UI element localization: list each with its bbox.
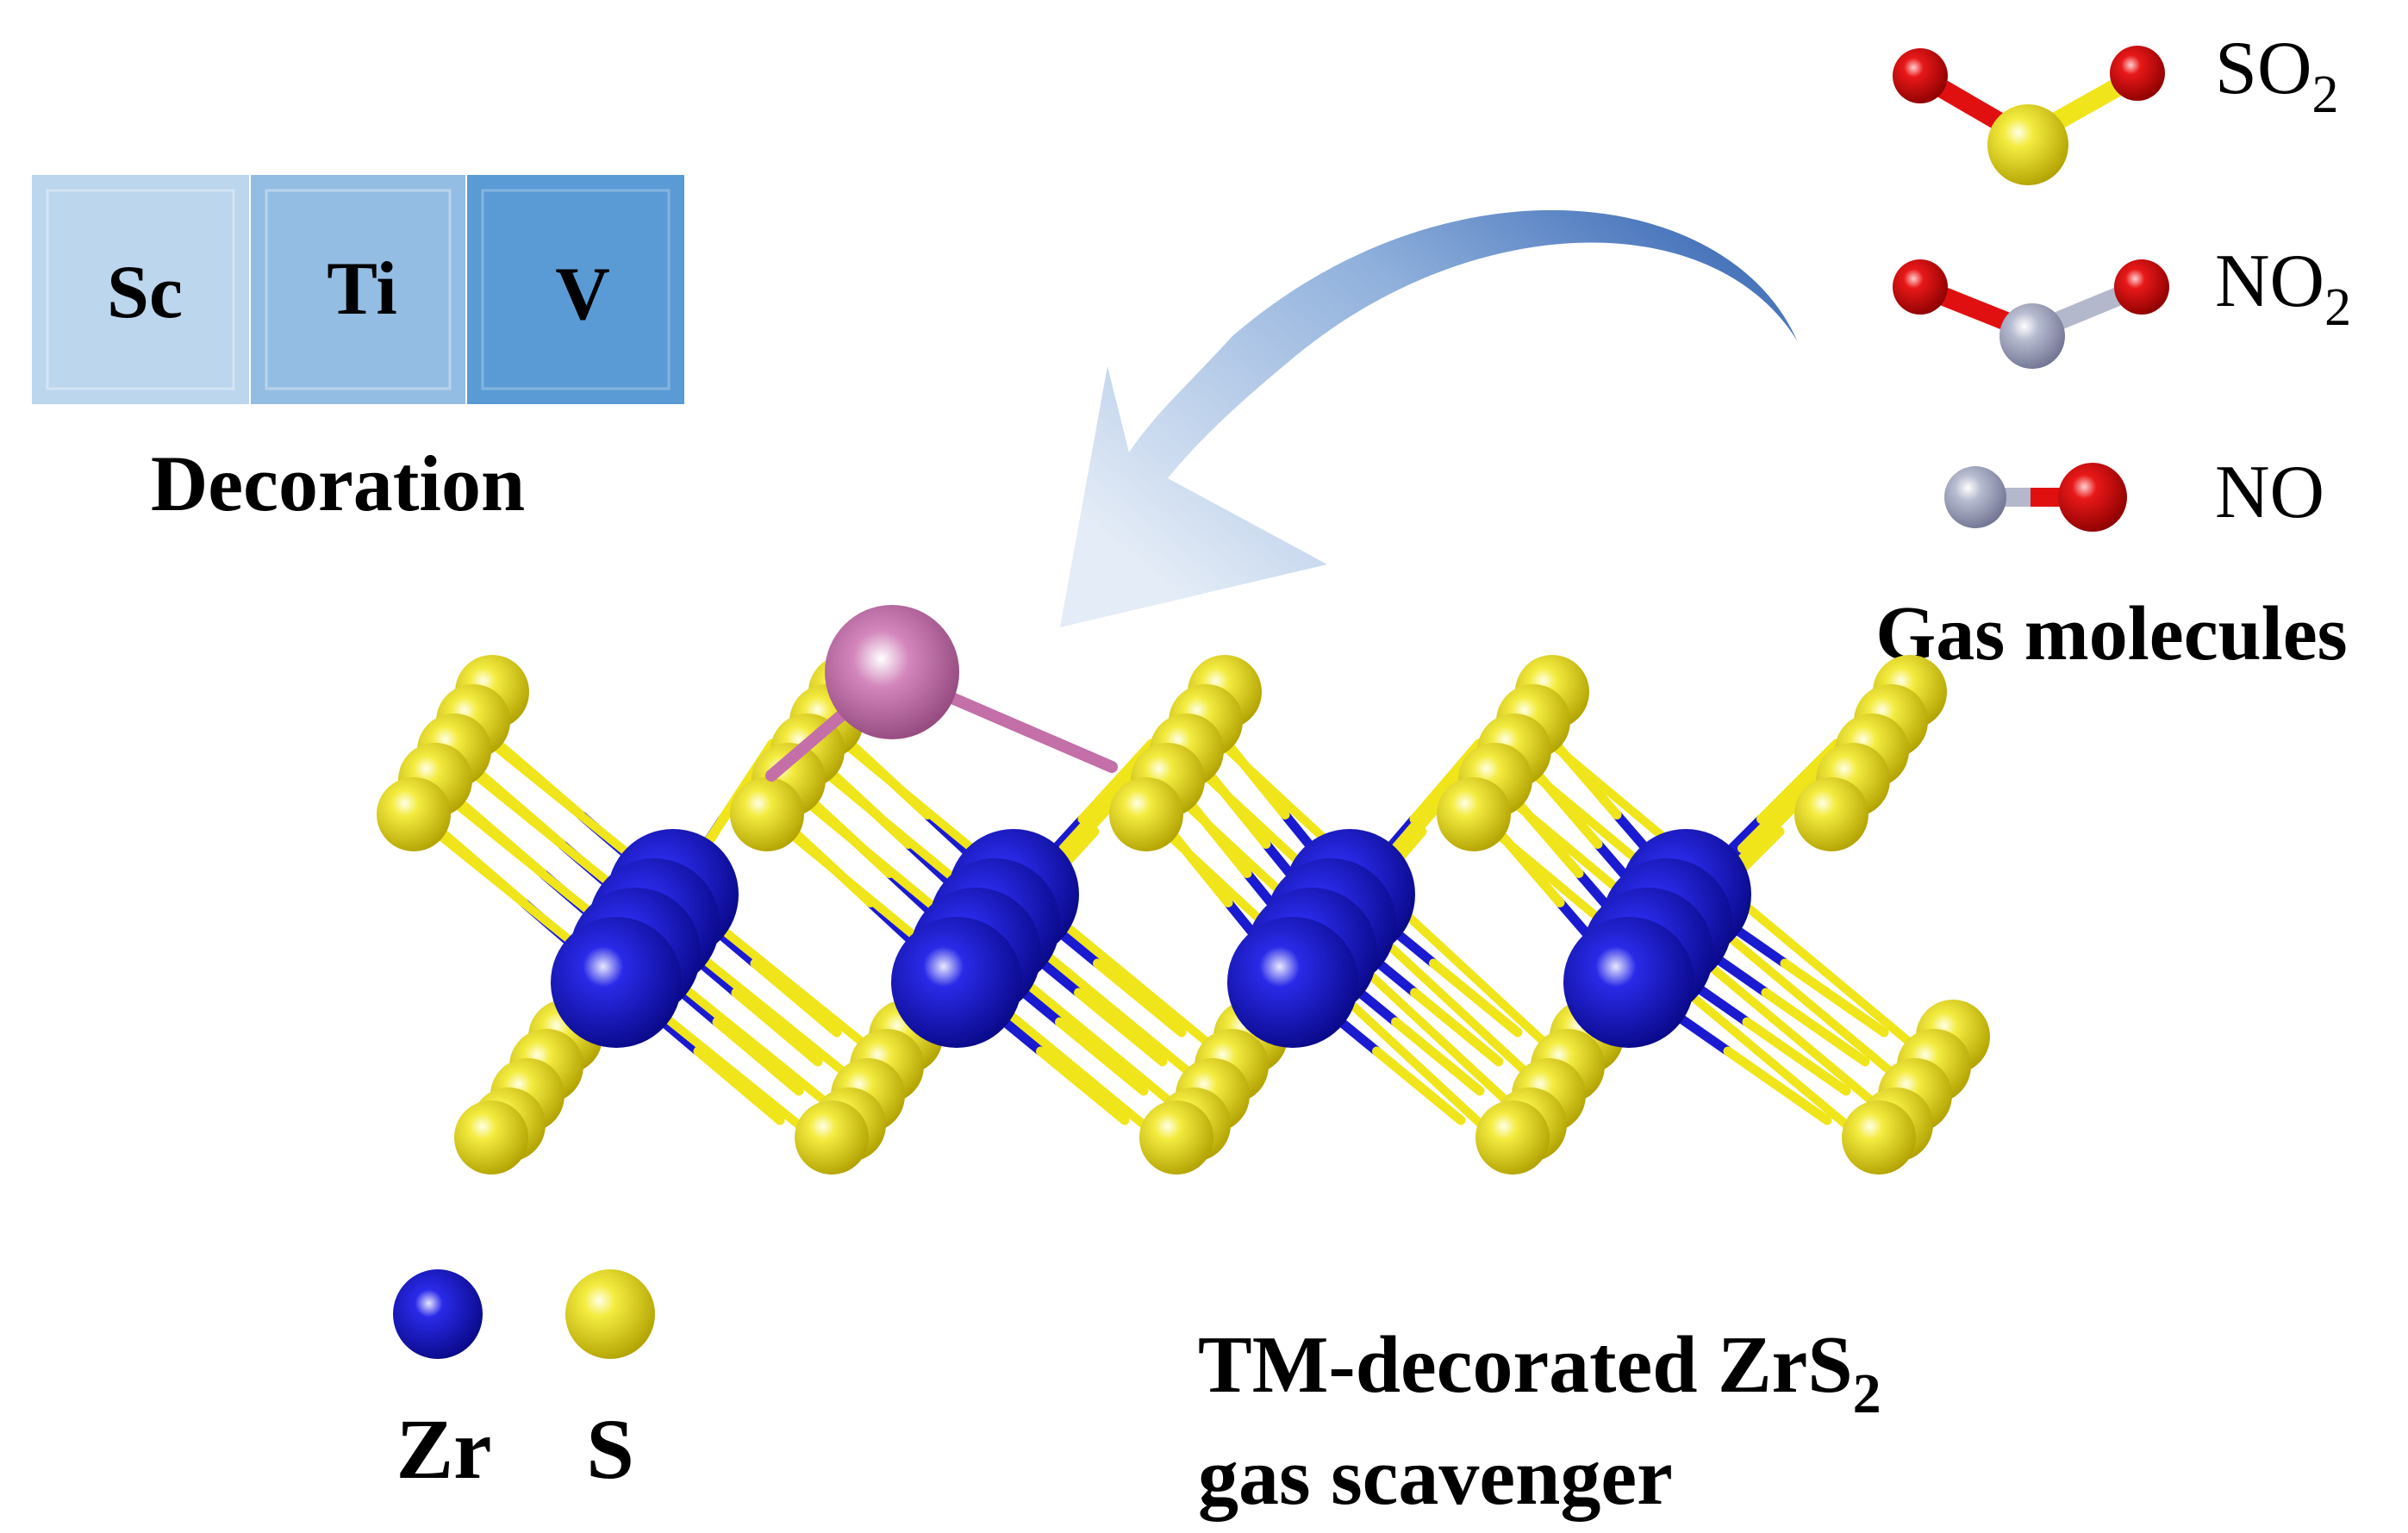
decoration-box-v-fill: [467, 175, 684, 404]
sulfur-atom: [730, 777, 804, 851]
molecule-so2-subscript: 2: [2312, 65, 2339, 124]
sulfur-atom: [1109, 777, 1183, 851]
decoration-box-v: V: [467, 175, 684, 404]
zirconium-atom: [1227, 917, 1358, 1048]
oxygen-atom: [2114, 259, 2169, 315]
zr-s-bond: [1761, 988, 1870, 1067]
oxygen-atom: [1893, 48, 1948, 103]
sulfur-atom: [1842, 1100, 1916, 1175]
caption-line-2: gas scavenger: [1198, 1432, 1673, 1522]
sulfur-atom: [1987, 104, 2068, 185]
zr-s-bond: [1055, 1017, 1149, 1096]
zr-s-bond: [1742, 1017, 1851, 1096]
zirconium-atom: [551, 917, 682, 1048]
element-legend: Zr S: [393, 1269, 655, 1497]
zr-s-bond: [1756, 738, 1842, 824]
zr-s-bond: [1074, 988, 1168, 1067]
nitrogen-atom: [1944, 466, 2006, 528]
molecule-no2-formula: NO: [2215, 240, 2324, 323]
legend-zr-label: Zr: [396, 1401, 491, 1497]
oxygen-atom: [1893, 259, 1948, 315]
molecule-so2-label: SO2: [2215, 27, 2339, 124]
gas-molecules-label: Gas molecules: [1875, 591, 2347, 676]
zr-s-bond: [1737, 768, 1823, 853]
legend-zr-sphere: [393, 1269, 483, 1359]
sulfur-atom: [1139, 1100, 1213, 1175]
zr-s-bond: [1093, 958, 1187, 1038]
zirconium-atom: [891, 917, 1022, 1048]
zrs2-lattice: [377, 605, 1990, 1175]
oxygen-atom: [2058, 463, 2127, 532]
caption-line-1-subscript: 2: [1853, 1362, 1881, 1425]
structure-caption: TM-decorated ZrS2 gas scavenger: [1198, 1320, 1881, 1522]
decoration-box-v-bevel: [481, 189, 671, 390]
molecule-no2-subscript: 2: [2324, 278, 2351, 337]
caption-line-1-text: TM-decorated ZrS: [1198, 1320, 1853, 1410]
sulfur-atom: [1437, 777, 1511, 851]
decoration-box-ti-bevel: [265, 189, 452, 390]
sulfur-atom: [454, 1100, 528, 1175]
molecule-no2: NO2: [1893, 240, 2351, 369]
zr-s-bond: [1410, 988, 1504, 1067]
decoration-box-ti: Ti: [251, 175, 465, 404]
decoration-box-ti-fill: [251, 175, 465, 404]
molecule-no2-label: NO2: [2215, 240, 2351, 337]
decoration-box-sc: Sc: [32, 175, 249, 404]
oxygen-atom: [2110, 46, 2165, 101]
nitrogen-atom: [1999, 303, 2065, 369]
decoration-element-ti: Ti: [327, 247, 397, 331]
zr-s-bond: [1780, 958, 1889, 1038]
decoration-element-sc: Sc: [107, 251, 183, 334]
zr-s-bond: [1391, 1017, 1485, 1096]
molecule-no-formula: NO: [2215, 451, 2324, 534]
molecule-no-label: NO: [2215, 451, 2324, 534]
caption-line-1: TM-decorated ZrS2: [1198, 1320, 1881, 1425]
sulfur-atom: [377, 777, 451, 851]
molecule-no: NO: [1944, 451, 2324, 534]
zr-s-bond: [1723, 1046, 1832, 1125]
zr-s-bond: [731, 988, 823, 1067]
zr-s-bond: [712, 1017, 804, 1096]
decoration-panel: Sc Ti V Decoration: [32, 175, 684, 527]
molecule-so2-formula: SO: [2215, 27, 2312, 110]
adsorption-arrow: [1060, 209, 1797, 627]
transition-metal-adatom: [825, 605, 959, 739]
gas-molecules-panel: SO2 NO2 NO Gas molecules: [1875, 27, 2351, 676]
sulfur-atom: [1475, 1100, 1550, 1175]
zr-s-bond: [1429, 958, 1523, 1038]
legend-s-label: S: [586, 1401, 634, 1497]
molecule-so2: SO2: [1893, 27, 2339, 185]
zr-s-bond: [750, 958, 842, 1038]
sulfur-atom: [795, 1100, 869, 1175]
sulfur-atom: [1794, 777, 1868, 851]
decoration-label: Decoration: [151, 439, 525, 527]
decoration-element-v: V: [555, 252, 610, 336]
zr-s-bond: [1036, 1046, 1130, 1125]
zirconium-atom: [1563, 917, 1694, 1048]
decoration-box-sc-fill: [32, 175, 249, 404]
decoration-box-sc-bevel: [46, 189, 235, 390]
legend-s-sphere: [565, 1269, 655, 1359]
zr-s-bond: [1058, 768, 1138, 853]
zr-s-bond: [1372, 1046, 1466, 1125]
zr-s-bond: [693, 1046, 785, 1125]
